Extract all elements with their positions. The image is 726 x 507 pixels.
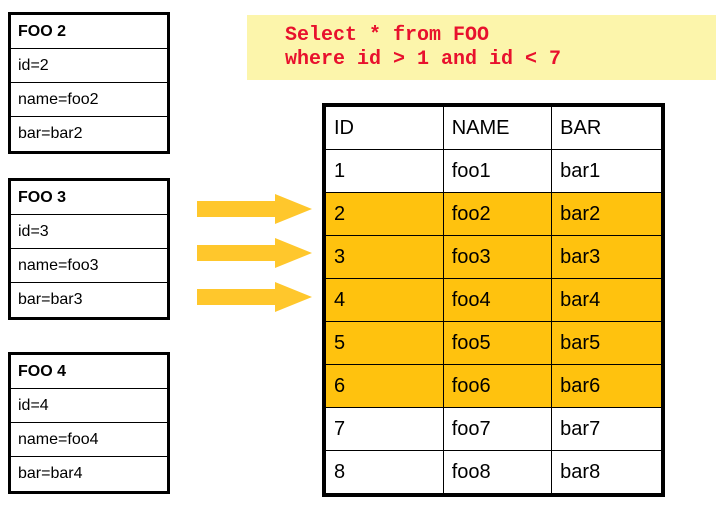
table-cell-name: foo6 <box>442 364 553 408</box>
table-cell-bar: bar8 <box>551 450 662 494</box>
table-cell-id: 6 <box>325 364 444 408</box>
sql-query-line-2: where id > 1 and id < 7 <box>285 48 562 71</box>
table-cell-name: foo7 <box>442 407 553 451</box>
record-box-foo-2: FOO 2 id=2 name=foo2 bar=bar2 <box>8 12 170 154</box>
result-table-header: ID NAME BAR <box>325 106 662 150</box>
table-cell-name: foo8 <box>442 450 553 494</box>
table-cell-bar: bar4 <box>551 278 662 322</box>
table-cell-id: 5 <box>325 321 444 365</box>
record-box-title: FOO 4 <box>11 355 167 389</box>
table-cell-name: foo1 <box>442 149 553 193</box>
table-cell-bar: bar5 <box>551 321 662 365</box>
record-field-name: name=foo2 <box>11 83 167 117</box>
arrow-right-icon <box>197 194 312 224</box>
column-header-id: ID <box>325 106 444 150</box>
sql-query-line-1: Select * from FOO <box>285 24 490 47</box>
record-field-id: id=4 <box>11 389 167 423</box>
column-header-name: NAME <box>442 106 553 150</box>
table-cell-bar: bar3 <box>551 235 662 279</box>
table-cell-id: 4 <box>325 278 444 322</box>
record-field-name: name=foo3 <box>11 249 167 283</box>
table-cell-id: 1 <box>325 149 444 193</box>
table-cell-name: foo2 <box>442 192 553 236</box>
arrow-right-icon <box>197 282 312 312</box>
record-field-bar: bar=bar3 <box>18 291 83 308</box>
table-cell-bar: bar2 <box>551 192 662 236</box>
record-field-bar: bar=bar2 <box>18 125 83 142</box>
record-field-bar: bar=bar4 <box>18 465 83 482</box>
record-field-id: id=3 <box>11 215 167 249</box>
record-box-title: FOO 3 <box>11 181 167 215</box>
table-cell-bar: bar6 <box>551 364 662 408</box>
sql-query-callout: Select * from FOO where id > 1 and id < … <box>247 15 716 80</box>
record-box-foo-4: FOO 4 id=4 name=foo4 bar=bar4 <box>8 352 170 494</box>
arrow-right-icon <box>197 238 312 268</box>
table-cell-id: 2 <box>325 192 444 236</box>
table-cell-id: 7 <box>325 407 444 451</box>
table-cell-name: foo4 <box>442 278 553 322</box>
table-header-row: ID NAME BAR <box>325 106 662 150</box>
table-cell-id: 8 <box>325 450 444 494</box>
table-cell-name: foo3 <box>442 235 553 279</box>
record-field-id: id=2 <box>11 49 167 83</box>
record-field-name: name=foo4 <box>11 423 167 457</box>
record-box-foo-3: FOO 3 id=3 name=foo3 bar=bar3 <box>8 178 170 320</box>
record-box-title: FOO 2 <box>11 15 167 49</box>
table-cell-bar: bar7 <box>551 407 662 451</box>
table-cell-bar: bar1 <box>551 149 662 193</box>
table-cell-name: foo5 <box>442 321 553 365</box>
table-cell-id: 3 <box>325 235 444 279</box>
column-header-bar: BAR <box>551 106 662 150</box>
